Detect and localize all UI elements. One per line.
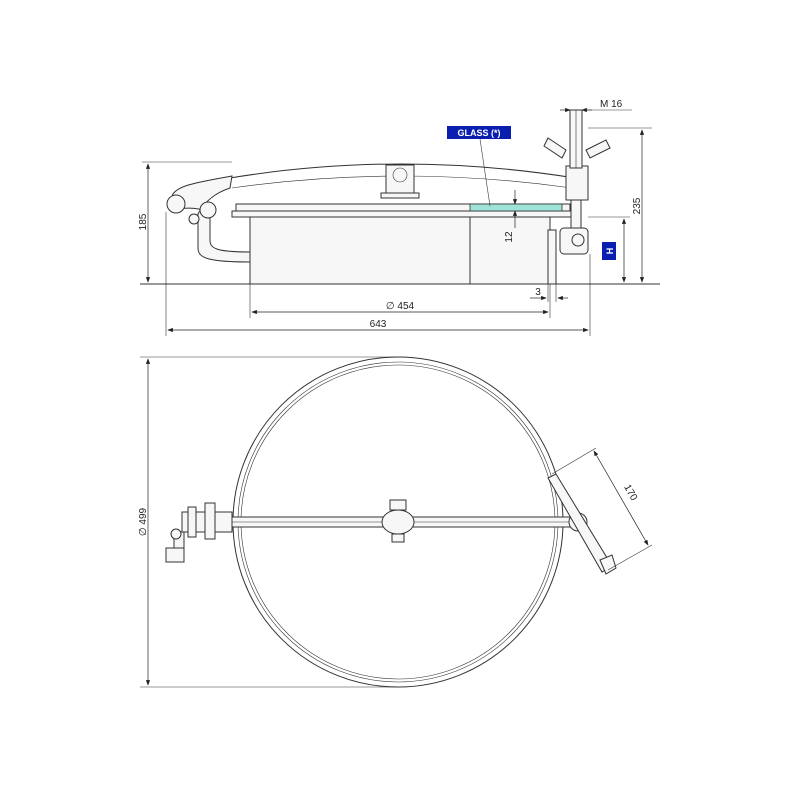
inner-diameter: ∅ 454 — [386, 301, 415, 312]
h-tag: H — [605, 248, 615, 255]
outer-diameter: ∅ 499 — [138, 507, 149, 536]
dimension-235: 235 — [632, 197, 643, 214]
glass-thickness: 12 — [504, 231, 515, 243]
side-view — [140, 109, 660, 285]
glass-layer — [469, 203, 563, 212]
wall-thickness: 3 — [535, 287, 541, 298]
handle-length: 170 — [621, 483, 639, 503]
side-view-dimensions: 185 235 H M 16 GLASS (*) 12 ∅ 454 3 — [138, 99, 652, 336]
h-tag-box — [602, 242, 616, 260]
overall-length: 643 — [370, 319, 387, 330]
top-view — [165, 356, 617, 688]
top-view-dimensions: ∅ 499 170 — [138, 356, 653, 688]
thread-size: M 16 — [600, 99, 623, 110]
glass-tag: GLASS (*) — [457, 128, 500, 138]
glass-tag-box — [447, 126, 511, 139]
dimension-185: 185 — [138, 213, 149, 230]
